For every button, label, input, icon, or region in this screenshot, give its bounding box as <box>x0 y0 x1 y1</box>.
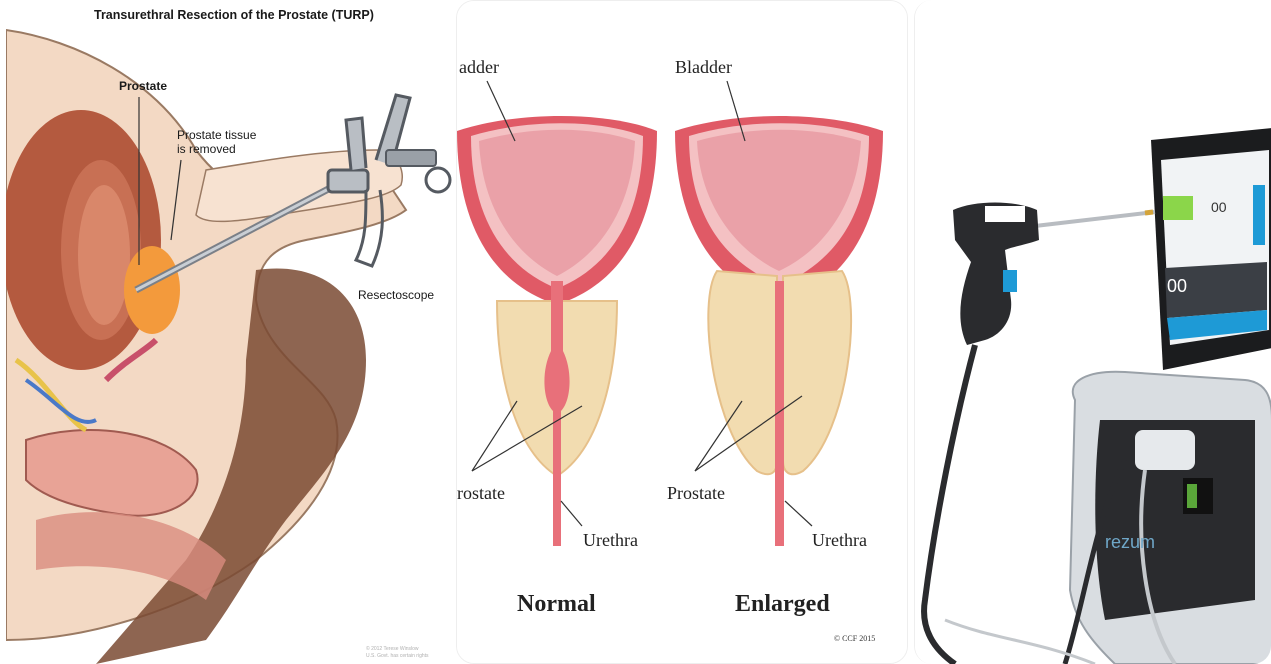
watermark-line1: © 2012 Terese Winslow <box>366 645 419 652</box>
rezum-device-photo: 00 00 rezum <box>915 0 1271 664</box>
screen-readout-top: 00 <box>1211 199 1227 215</box>
normal-caption: Normal <box>517 591 596 617</box>
brand-logo: rezum <box>1105 532 1155 552</box>
turp-illustration-panel: Transurethral Resection of the Prostate … <box>6 0 452 664</box>
tissue-label-line2: is removed <box>177 142 236 156</box>
tissue-label-line1: Prostate tissue <box>177 128 257 142</box>
screen-readout-left: 00 <box>1167 276 1187 296</box>
turp-title: Transurethral Resection of the Prostate … <box>94 8 374 22</box>
resectoscope-label: Resectoscope <box>358 288 434 302</box>
normal-urethra-label: Urethra <box>583 530 638 550</box>
prostate-label: Prostate <box>119 79 167 93</box>
enlarged-caption: Enlarged <box>735 591 830 617</box>
prostate-comparison-illustration: adder Bladder rostate Prostate Urethra U… <box>457 1 908 664</box>
normal-bladder-label: adder <box>459 57 499 77</box>
normal-prostate-label: rostate <box>457 483 505 503</box>
screen-level-bar <box>1253 185 1265 245</box>
enlarged-prostate-label: Prostate <box>667 483 725 503</box>
screen-status-tile <box>1163 196 1193 220</box>
enlarged-bladder-label: Bladder <box>675 57 732 77</box>
watermark-line2: U.S. Govt. has certain rights <box>366 653 429 659</box>
enlarged-urethra-label: Urethra <box>812 530 867 550</box>
copyright-text: © CCF 2015 <box>834 634 875 643</box>
turp-illustration: Transurethral Resection of the Prostate … <box>6 0 452 664</box>
prostate-comparison-panel: adder Bladder rostate Prostate Urethra U… <box>456 0 908 664</box>
rezum-device-panel: 00 00 rezum <box>914 0 1271 664</box>
